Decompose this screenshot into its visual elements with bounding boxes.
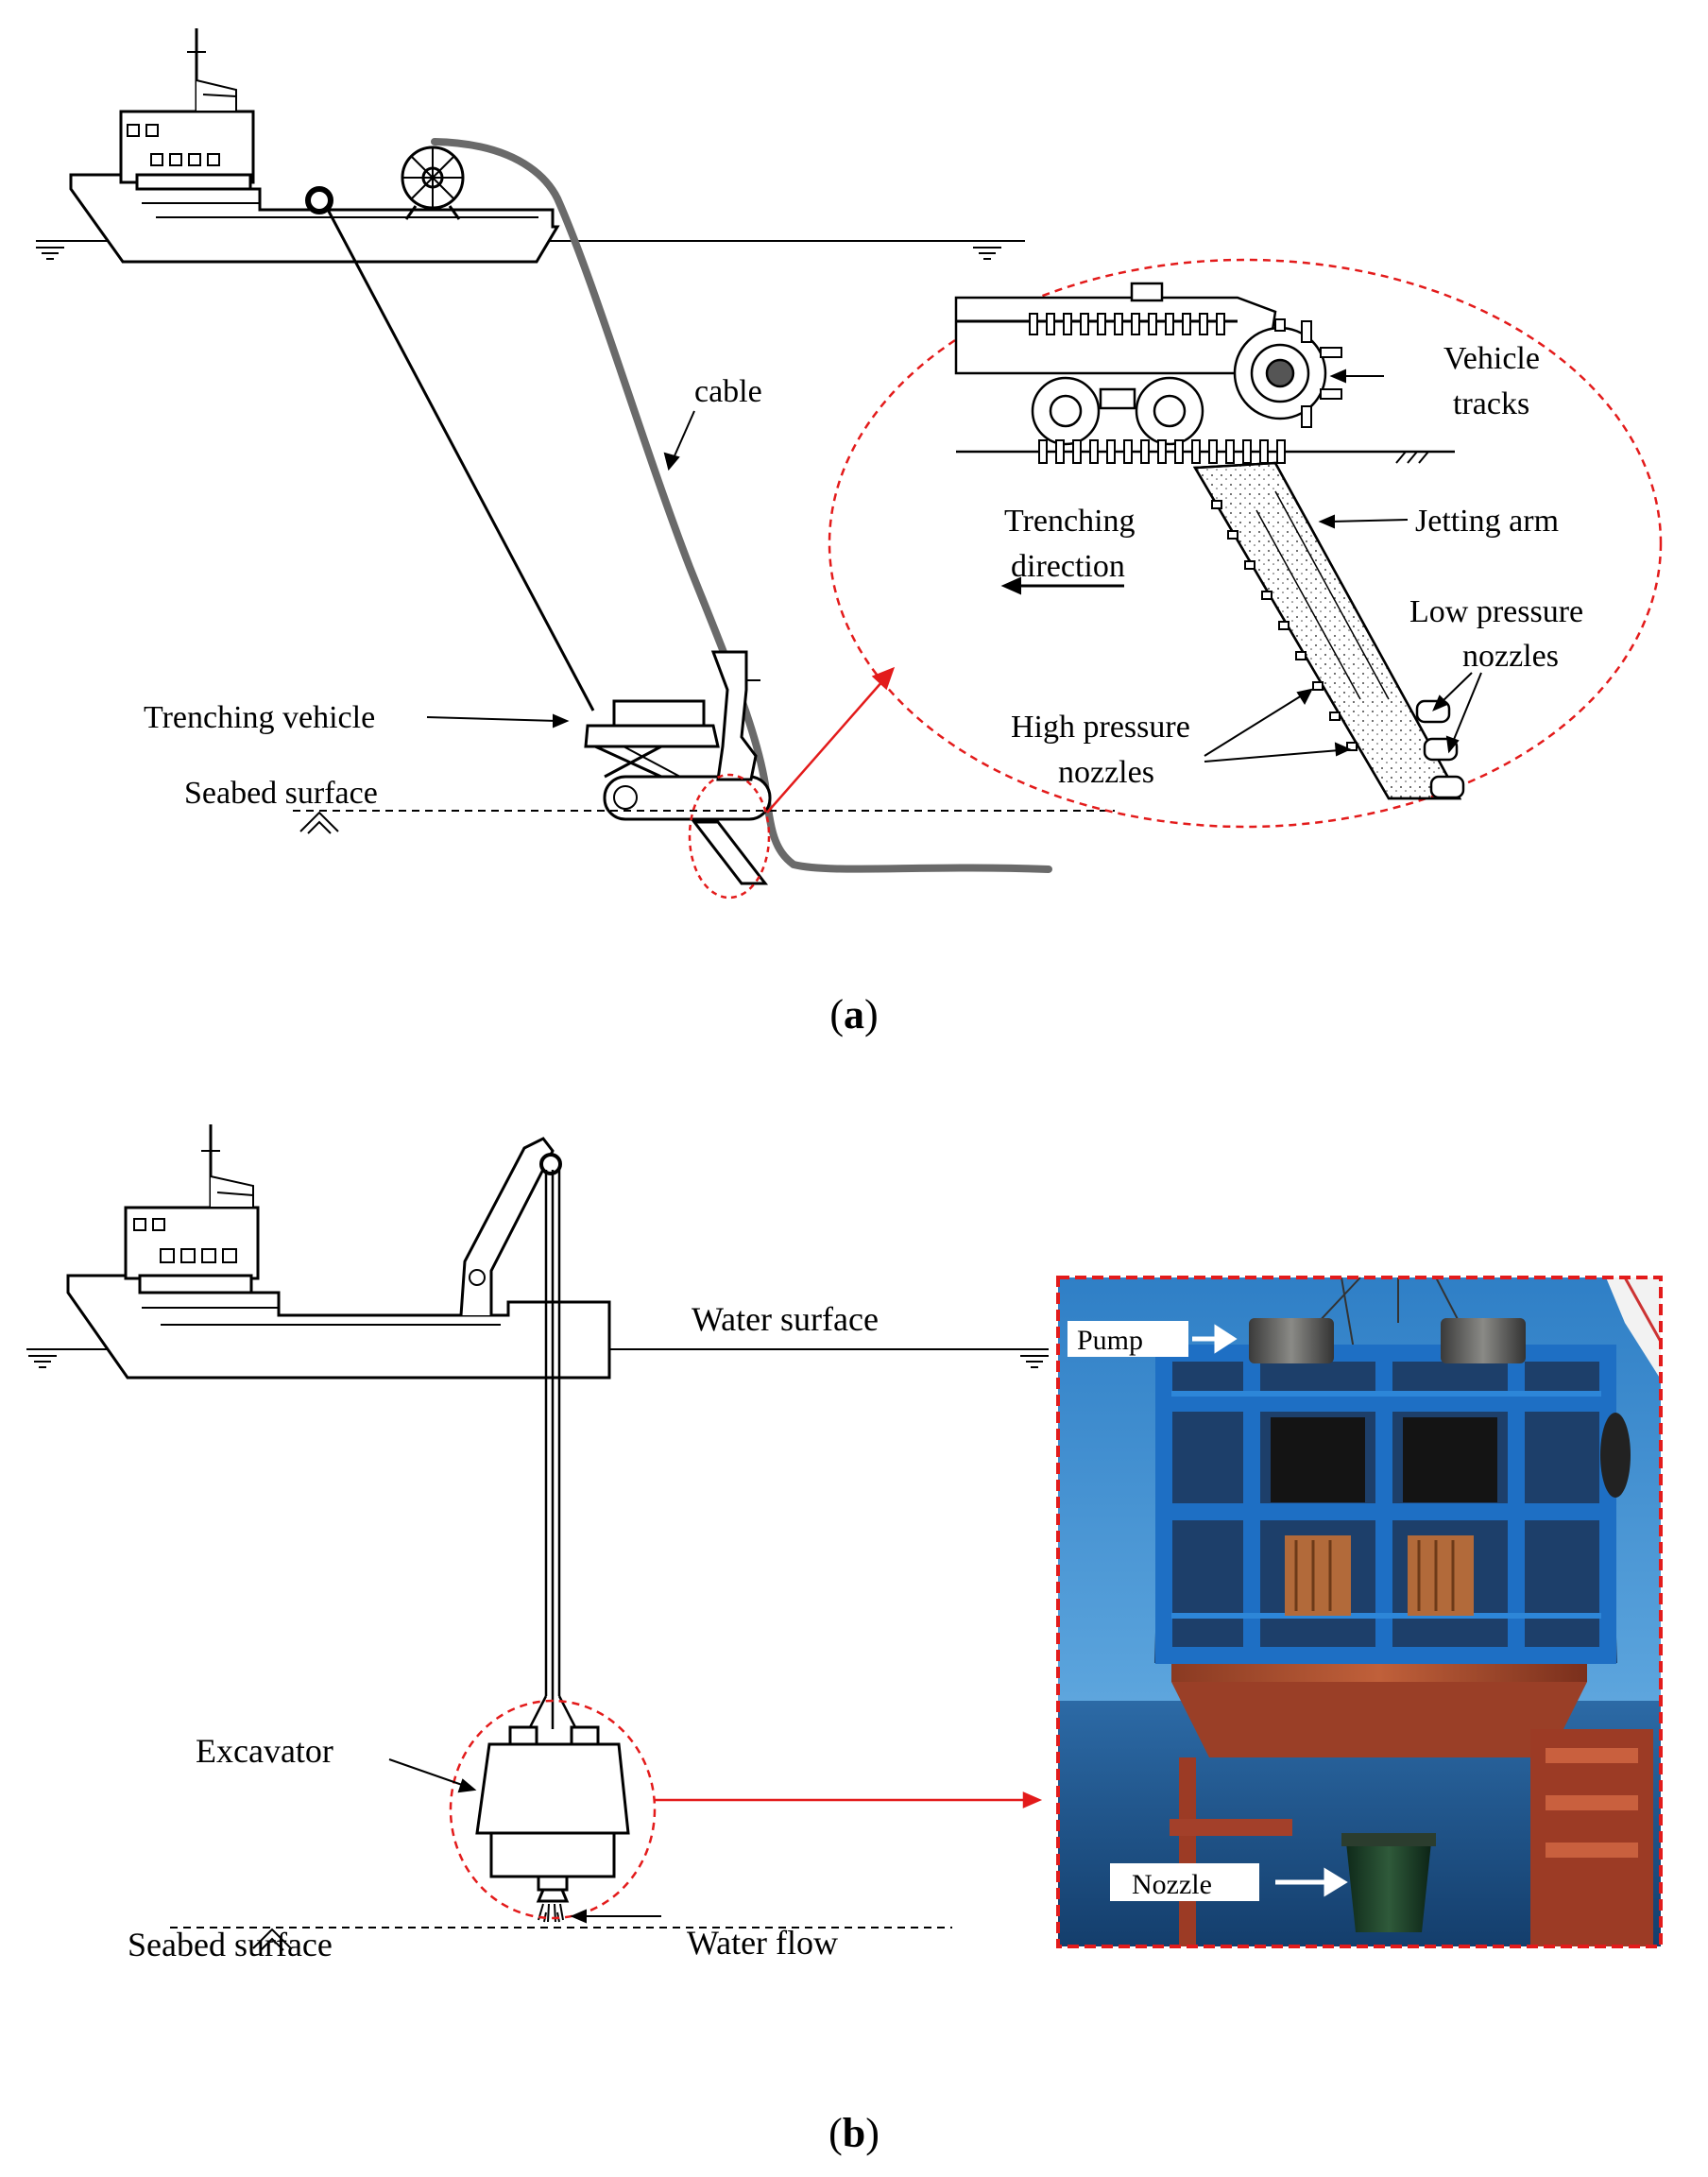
- panel-b: Water surface Excavator Seabed surface W…: [26, 1124, 1663, 2156]
- water-level-symbol-right-b: [1020, 1355, 1049, 1368]
- excavator-b: [475, 1725, 630, 1903]
- label-vehicle-tracks-line2: tracks: [1453, 386, 1529, 421]
- water-level-symbol-right-a: [973, 247, 1001, 260]
- caption-a: (a): [829, 991, 878, 1037]
- label-pump: Pump: [1077, 1325, 1143, 1356]
- lowering-cables-b: [527, 1170, 578, 1730]
- callout-large-ellipse-a: [828, 258, 1663, 829]
- label-nozzle: Nozzle: [1132, 1869, 1212, 1900]
- track-teeth-a: [1029, 313, 1342, 464]
- seabed-symbol-b: [252, 1928, 292, 1951]
- label-water-surface: Water surface: [692, 1300, 879, 1338]
- callout-arrow-b: [655, 1791, 1043, 1808]
- label-trenching-direction-line2: direction: [1011, 549, 1125, 584]
- seabed-symbol-a: [299, 811, 339, 834]
- callout-small-ellipse-a: [688, 773, 771, 900]
- label-arrows-b: [388, 1758, 661, 1924]
- callout-arrow-a: [766, 666, 896, 814]
- detail-vehicle-a: [954, 282, 1455, 454]
- label-seabed-surface-a: Seabed surface: [184, 776, 378, 811]
- jetting-arm-a: [1192, 461, 1462, 800]
- caption-b: (b): [828, 2110, 880, 2156]
- cable-a: [431, 138, 1052, 873]
- tow-sheave-a: [305, 186, 333, 214]
- tow-line-a: [324, 205, 595, 711]
- water-flow-jets-b: [538, 1903, 564, 1923]
- water-level-symbol-left-b: [28, 1355, 57, 1368]
- label-jetting-arm: Jetting arm: [1415, 504, 1559, 539]
- label-excavator: Excavator: [196, 1732, 333, 1770]
- label-high-pressure-line1: High pressure: [1011, 710, 1190, 745]
- ship-a: [69, 28, 560, 264]
- cable-reel-a: [401, 146, 465, 220]
- nozzle-tag-box: [1110, 1863, 1259, 1901]
- label-cable: cable: [694, 374, 762, 409]
- callout-circle-b: [449, 1699, 657, 1920]
- label-low-pressure-line1: Low pressure: [1409, 594, 1583, 629]
- crane-b: [459, 1137, 562, 1316]
- label-low-pressure-line2: nozzles: [1462, 639, 1559, 674]
- label-seabed-surface-b: Seabed surface: [128, 1926, 333, 1963]
- water-level-symbol-left-a: [36, 247, 64, 260]
- ground-hatch-a: [1395, 451, 1429, 464]
- label-arrows-a: [426, 369, 1482, 763]
- label-high-pressure-line2: nozzles: [1058, 755, 1154, 790]
- ship-b: [66, 1124, 611, 1380]
- pump-tag-box: [1068, 1321, 1188, 1357]
- label-trenching-direction-line1: Trenching: [1004, 504, 1136, 539]
- label-water-flow: Water flow: [687, 1924, 838, 1962]
- high-pressure-nozzles-a: [1211, 500, 1358, 751]
- excavator-photo: Pump Nozzle: [1056, 1276, 1663, 1948]
- label-trenching-vehicle: Trenching vehicle: [144, 700, 375, 735]
- panel-a: cable Trenching vehicle Seabed surface V…: [36, 28, 1663, 1037]
- label-vehicle-tracks-line1: Vehicle: [1443, 341, 1540, 376]
- trenching-vehicle-a: [584, 650, 772, 885]
